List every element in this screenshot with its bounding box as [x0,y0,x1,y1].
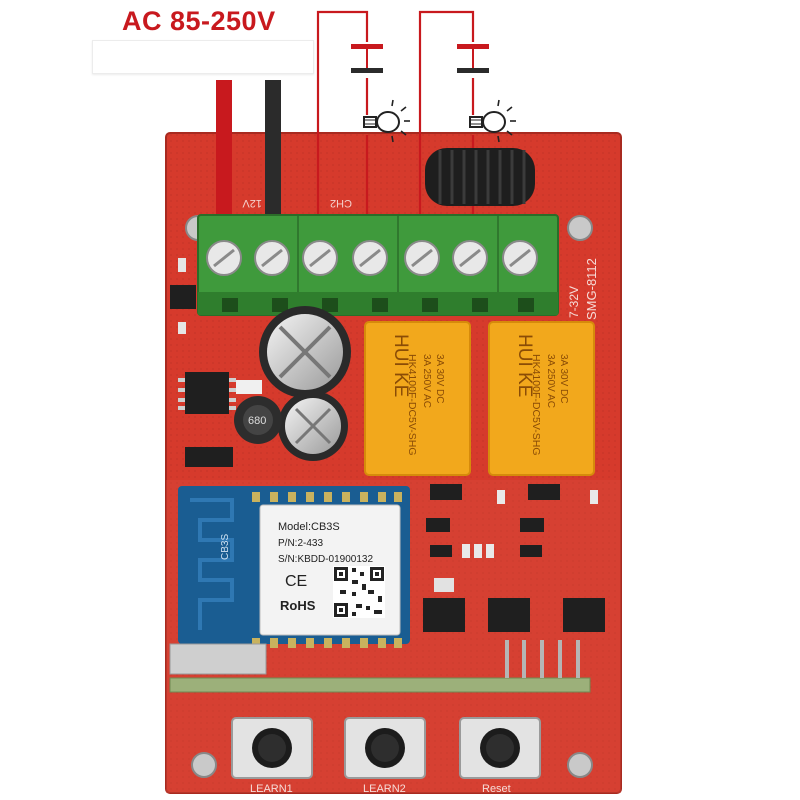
learn2-label: LEARN2 [363,783,406,795]
crystal [169,643,267,675]
reset-label: Reset [482,783,511,795]
module-side-text: CB3S [220,534,231,560]
terminal-label-ch2: CH2 [330,197,352,209]
electrolytic-capacitor [259,306,351,398]
ic-chip [178,372,236,414]
inductor: 680 [234,396,282,444]
smd-parts [426,484,560,557]
rf-receiver-strip [169,677,591,693]
inductor-marking: 680 [248,415,266,427]
supply-label-box [92,40,314,74]
ic-chip [423,598,605,632]
silk-voltage: 7-32V [567,286,581,318]
qr-code [333,566,385,618]
relay-2-rating-dc: 3A 30V DC [558,354,569,403]
relay-2-rating-ac: 3A 250V AC [545,354,556,408]
module-pn: P/N:2-433 [278,538,323,549]
module-ce: CE [285,573,307,590]
silk-model: SMG-8112 [584,258,599,320]
antenna-coil [425,148,535,206]
power-wire-black [265,80,281,215]
relay-2: HUI KE HK4100F-DC5V-SHG 3A 250V AC 3A 30… [488,321,595,476]
terminal-label-12v: 12V [242,197,262,209]
relay-1-model: HK4100F-DC5V-SHG [406,354,418,456]
learn1-label: LEARN1 [250,783,293,795]
power-wire-red [216,80,232,215]
relay-2-brand: HUI KE [514,334,535,397]
relay-1-rating-ac: 3A 250V AC [421,354,432,408]
relay-1-rating-dc: 3A 30V DC [434,354,445,403]
relay-2-model: HK4100F-DC5V-SHG [530,354,542,456]
reset-button[interactable] [459,717,541,779]
learn1-button[interactable] [231,717,313,779]
module-sn: S/N:KBDD-01900132 [278,554,373,565]
module-rohs: RoHS [280,598,316,613]
module-model: Model:CB3S [278,521,340,533]
electrolytic-capacitor [278,391,348,461]
bulb-icon [469,99,516,143]
diode [185,447,233,467]
learn2-button[interactable] [344,717,426,779]
relay-1: HUI KE HK4100F-DC5V-SHG 3A 250V AC 3A 30… [364,321,471,476]
relay-1-brand: HUI KE [390,334,411,397]
bulb-icon [363,99,410,143]
supply-voltage-title: AC 85-250V [122,6,276,36]
capacitor-icon [351,44,489,73]
wireless-module: CB3S Model:CB3S P/N:2-433 S/N:KBDD-01900… [178,486,410,648]
transistor [170,285,196,309]
